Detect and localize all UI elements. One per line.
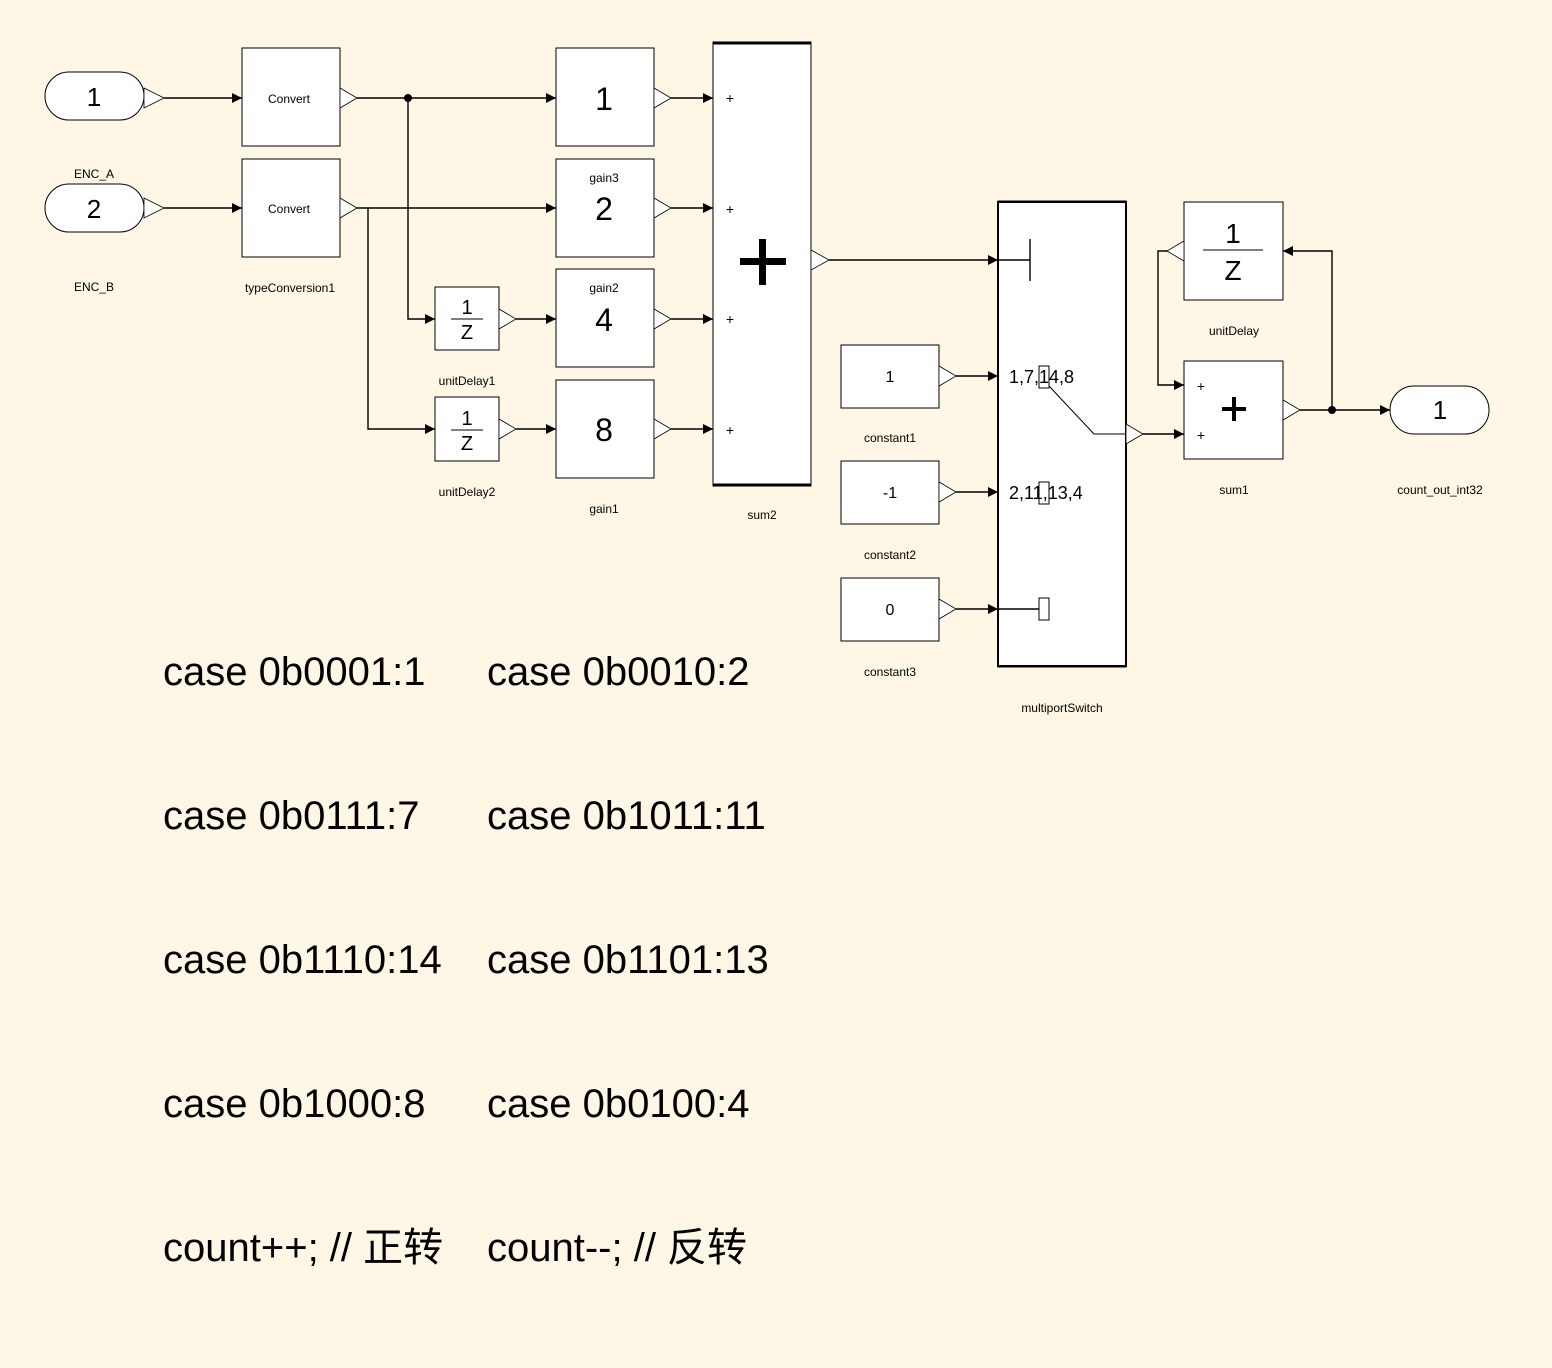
- delay-denominator: Z: [461, 433, 473, 455]
- gain-label: gain3: [589, 171, 619, 185]
- constant-value: 0: [886, 602, 895, 619]
- signal-lines: [164, 93, 1390, 614]
- delay-numerator: 1: [461, 297, 472, 319]
- delay-denominator: Z: [461, 322, 473, 344]
- constant-3[interactable]: 0 constant3: [840, 577, 957, 679]
- unit-delay-1-label: unitDelay1: [439, 374, 496, 388]
- delay-numerator: 1: [461, 408, 472, 430]
- gain-label: gain1: [589, 502, 619, 516]
- gain-value: 1: [595, 81, 613, 117]
- case-line: case 0b0111:7: [163, 794, 420, 838]
- gain-block-3[interactable]: gain3 2: [555, 158, 672, 258]
- sum2-label: sum2: [747, 508, 777, 522]
- sum1-block[interactable]: + + sum1: [1183, 360, 1301, 497]
- constant-value: -1: [883, 485, 897, 502]
- sum-sign: +: [726, 422, 734, 438]
- gain-block-1[interactable]: 1: [555, 47, 672, 147]
- unit-delay-2[interactable]: 1 Z unitDelay2: [434, 396, 517, 499]
- delay-denominator: Z: [1224, 255, 1241, 286]
- switch-case-2: 2,11,13,4: [1009, 483, 1083, 503]
- encoder-case-notes: case 0b0001:1 case 0b0111:7 case 0b1110:…: [163, 552, 769, 1270]
- sum-sign: +: [726, 311, 734, 327]
- unit-delay-label: unitDelay: [1209, 324, 1259, 338]
- unit-delay-1[interactable]: 1 Z unitDelay1: [434, 286, 517, 388]
- case-line: case 0b0001:1: [163, 650, 426, 694]
- gain-block-2[interactable]: gain2 4: [555, 268, 672, 368]
- sum2-block[interactable]: + + + + sum2: [712, 41, 830, 522]
- sum1-label: sum1: [1219, 483, 1249, 497]
- convert-block-2[interactable]: Convert typeConversion1: [241, 158, 358, 295]
- gain-value: 8: [595, 412, 613, 448]
- sum-sign: +: [1197, 427, 1205, 443]
- multiport-switch[interactable]: 1,7,14,8 2,11,13,4 multiportSwitch: [997, 200, 1144, 715]
- case-line: case 0b0100:4: [487, 1082, 750, 1126]
- inport-number: 1: [87, 82, 101, 112]
- constant-2[interactable]: -1 constant2: [840, 460, 957, 562]
- constant-label: constant1: [864, 431, 916, 445]
- case-line: case 0b1110:14: [163, 938, 442, 982]
- switch-case-1: 1,7,14,8: [1009, 367, 1074, 387]
- sum-sign: +: [726, 201, 734, 217]
- case-line: case 0b0010:2: [487, 650, 750, 694]
- convert-text: Convert: [268, 92, 311, 106]
- inport-enc-b[interactable]: 2 ENC_B: [44, 183, 165, 294]
- simulink-diagram: 1 ENC_A 2 ENC_B Convert Convert typeConv…: [44, 41, 1490, 715]
- sum-sign: +: [1197, 378, 1205, 394]
- type-conversion-label: typeConversion1: [245, 281, 335, 295]
- case-column-reverse: case 0b0010:2 case 0b1011:11 case 0b1101…: [487, 552, 769, 1368]
- plus-icon: [740, 239, 786, 285]
- gain-label: gain2: [589, 281, 619, 295]
- inport-enc-a[interactable]: 1 ENC_A: [44, 71, 165, 181]
- gain-value: 4: [595, 302, 613, 338]
- constant-label: constant2: [864, 548, 916, 562]
- convert-text: Convert: [268, 202, 311, 216]
- case-line: case 0b1011:11: [487, 794, 766, 838]
- case-line: case 0b1101:13: [487, 938, 769, 982]
- constant-1[interactable]: 1 constant1: [840, 344, 957, 445]
- case-line: count++; // 正转: [163, 1226, 444, 1270]
- constant-label: constant3: [864, 665, 916, 679]
- case-line: count--; // 反转: [487, 1226, 748, 1270]
- plus-icon: [1222, 397, 1246, 421]
- inport-number: 2: [87, 194, 101, 224]
- unit-delay-2-label: unitDelay2: [439, 485, 496, 499]
- gain-value: 2: [595, 191, 613, 227]
- outport-label: count_out_int32: [1397, 483, 1483, 497]
- unit-delay[interactable]: 1 Z unitDelay: [1166, 201, 1284, 338]
- case-column-forward: case 0b0001:1 case 0b0111:7 case 0b1110:…: [163, 552, 443, 1368]
- outport-count[interactable]: 1 count_out_int32: [1389, 385, 1490, 497]
- inport-label: ENC_A: [74, 167, 114, 181]
- convert-block-1[interactable]: Convert: [241, 47, 358, 147]
- inport-label: ENC_B: [74, 280, 114, 294]
- switch-label: multiportSwitch: [1021, 701, 1102, 715]
- case-line: case 0b1000:8: [163, 1082, 426, 1126]
- sum-sign: +: [726, 90, 734, 106]
- constant-value: 1: [886, 369, 895, 386]
- delay-numerator: 1: [1225, 218, 1241, 249]
- outport-number: 1: [1433, 395, 1447, 425]
- gain-block-8[interactable]: 8 gain1: [555, 379, 672, 516]
